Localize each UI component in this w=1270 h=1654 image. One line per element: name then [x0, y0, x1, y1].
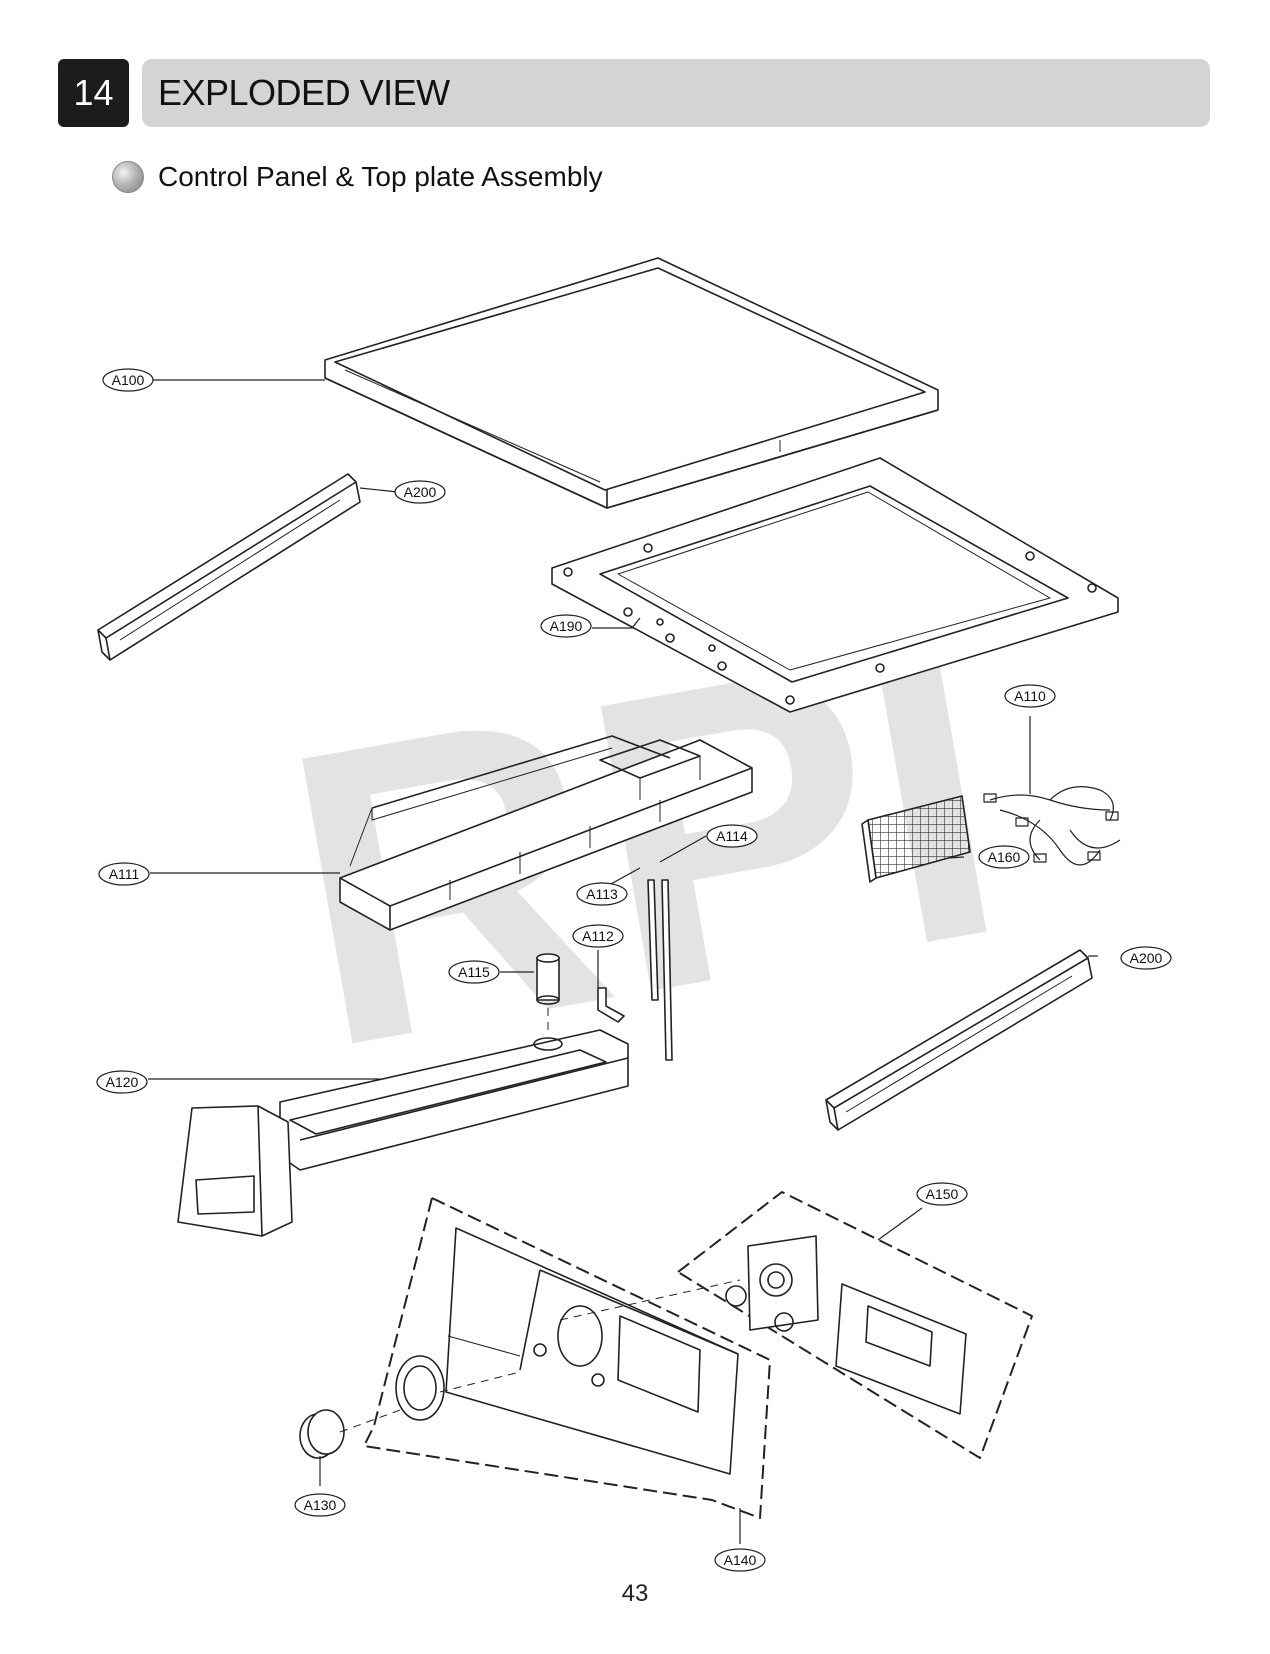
callout-a120: A120	[106, 1074, 139, 1090]
callout-a115: A115	[458, 964, 490, 980]
control-panel-part	[363, 1197, 771, 1519]
callout-a150-bubble	[916, 1182, 968, 1206]
callout-a114-bubble	[706, 824, 758, 848]
callout-a110: A110	[1014, 688, 1046, 704]
side-rail-left-part	[97, 473, 361, 661]
callout-a120-bubble	[96, 1070, 148, 1094]
pcb-assembly-part	[677, 1191, 1033, 1459]
dispenser-drawer-part	[177, 1029, 629, 1237]
section-heading: Control Panel & Top plate Assembly	[112, 157, 603, 197]
dispenser-housing-part	[339, 735, 753, 931]
callout-a190-bubble	[540, 614, 592, 638]
elbow-fitting-part	[597, 987, 625, 1023]
side-rail-right-part	[825, 949, 1093, 1131]
page-number: 43	[621, 1580, 649, 1607]
callout-a140-bubble	[714, 1548, 766, 1572]
top-plate-part	[324, 257, 939, 509]
callout-a114: A114	[716, 828, 748, 844]
top-plate-gasket-part	[551, 457, 1119, 713]
chapter-number: 14	[58, 59, 129, 127]
callout-a200-right-bubble	[1120, 946, 1172, 970]
callout-a100: A100	[112, 372, 145, 388]
callout-a115-bubble	[448, 960, 500, 984]
callout-a110-bubble	[1004, 684, 1056, 708]
callout-a100-bubble	[102, 368, 154, 392]
tubes-part	[647, 879, 673, 1061]
callout-a112-bubble	[572, 924, 624, 948]
callout-a140: A140	[724, 1552, 757, 1568]
callout-a130-bubble	[294, 1493, 346, 1517]
callout-a200-right: A200	[1130, 950, 1163, 966]
callout-a111-bubble	[98, 862, 150, 886]
callout-a200-left-bubble	[394, 480, 446, 504]
section-bullet-icon	[112, 161, 144, 193]
callout-a160-bubble	[978, 845, 1030, 869]
callout-a190: A190	[550, 618, 583, 634]
section-title: Control Panel & Top plate Assembly	[158, 161, 603, 192]
chapter-header: EXPLODED VIEW	[142, 59, 1210, 127]
filter-bracket-part	[861, 795, 971, 883]
callout-a113-bubble	[576, 882, 628, 906]
dispenser-cap-part	[536, 953, 560, 1005]
wire-harness-part	[983, 786, 1121, 866]
callout-a160: A160	[988, 849, 1021, 865]
callout-a150: A150	[926, 1186, 959, 1202]
callout-a200-left: A200	[404, 484, 437, 500]
chapter-title: EXPLODED VIEW	[158, 72, 450, 113]
knob-part	[299, 1355, 445, 1459]
callout-a130: A130	[304, 1497, 337, 1513]
callout-a113: A113	[586, 886, 618, 902]
callout-a111: A111	[109, 866, 140, 882]
callout-a112: A112	[582, 928, 614, 944]
